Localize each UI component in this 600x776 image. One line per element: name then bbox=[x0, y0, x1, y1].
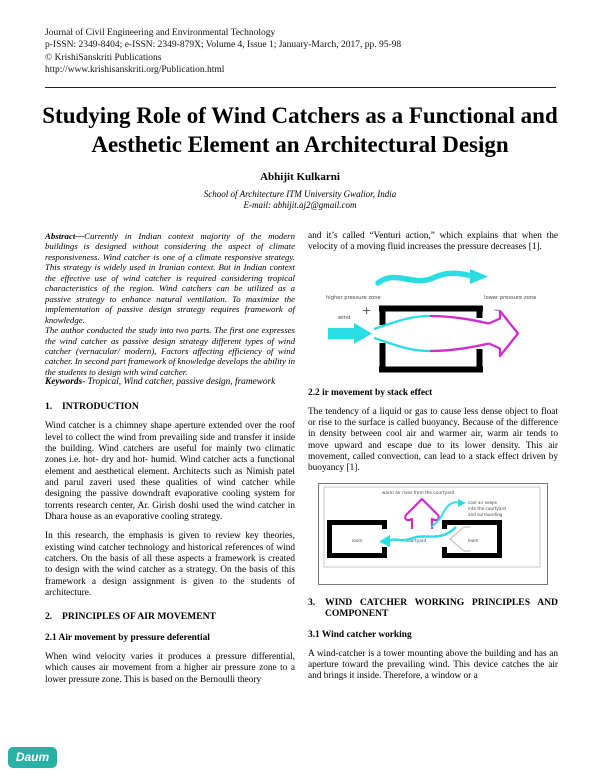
right-column: and it’s called “Venturi action,” which … bbox=[308, 231, 558, 694]
section-2-1-paragraph: When wind velocity varies it produces a … bbox=[45, 651, 295, 685]
wind-arrow-icon bbox=[328, 322, 372, 344]
journal-header: Journal of Civil Engineering and Environ… bbox=[45, 27, 401, 77]
paper-title: Studying Role of Wind Catchers as a Func… bbox=[42, 103, 558, 157]
section-2-2-heading: 2.2 ir movement by stack effect bbox=[308, 387, 433, 398]
room-right-label: room bbox=[468, 538, 479, 543]
venturi-diagram: higher pressure zone + lower pressure zo… bbox=[326, 295, 536, 373]
warm-air-label: warm air rises from the courtyard bbox=[382, 490, 455, 496]
plus-sign: + bbox=[362, 304, 371, 317]
keywords-label: Keywords bbox=[45, 377, 83, 388]
svg-text:and surrounding: and surrounding bbox=[468, 512, 503, 517]
lower-pressure-label: lower pressure zone bbox=[484, 295, 536, 301]
venturi-figure: higher pressure zone + lower pressure zo… bbox=[308, 266, 558, 378]
stack-effect-figure: warm air rises from the courtyard cool a… bbox=[308, 482, 558, 585]
wavy-airflow-arrow-icon bbox=[375, 268, 488, 286]
svg-text:into the courtyard: into the courtyard bbox=[468, 506, 506, 511]
abstract-paragraph-1: Abstract—Currently in Indian context maj… bbox=[45, 231, 295, 325]
minus-sign: – bbox=[494, 303, 500, 316]
intro-paragraph-1: Wind catcher is a chimney shape aperture… bbox=[45, 421, 295, 522]
stack-effect-diagram: warm air rises from the courtyard cool a… bbox=[318, 482, 548, 585]
journal-publisher: © KrishiSanskriti Publications bbox=[45, 52, 162, 63]
section-3-1-paragraph: A wind-catcher is a tower mounting above… bbox=[308, 648, 558, 682]
section-2-1-continuation: and it’s called “Venturi action,” which … bbox=[308, 231, 558, 253]
left-column: Abstract—Currently in Indian context maj… bbox=[45, 231, 295, 694]
keywords-line: Keywords- Tropical, Wind catcher, passiv… bbox=[45, 377, 276, 388]
author-affiliation: School of Architecture ITM University Gw… bbox=[203, 189, 397, 199]
higher-pressure-label: higher pressure zone bbox=[326, 295, 381, 301]
section-3-1-heading: 3.1 Wind catcher working bbox=[308, 629, 412, 640]
right-room-walls bbox=[442, 519, 502, 558]
journal-issn-line: p-ISSN: 2349-8404; e-ISSN: 2349-879X; Vo… bbox=[45, 40, 402, 51]
cool-air-left-arrowhead-icon bbox=[379, 534, 390, 547]
daum-watermark-badge: Daum bbox=[8, 747, 57, 768]
section-3-heading: 3.WIND CATCHER WORKING PRINCIPLES AND CO… bbox=[308, 596, 558, 620]
venturi-exit-arrow-icon bbox=[488, 309, 520, 357]
header-divider bbox=[45, 87, 556, 88]
abstract-label: Abstract— bbox=[45, 231, 85, 241]
left-room-walls bbox=[327, 519, 387, 558]
author-name: Abhijit Kulkarni bbox=[260, 171, 340, 183]
section-2-2-paragraph: The tendency of a liquid or gas to cause… bbox=[308, 406, 558, 474]
author-email[interactable]: E-mail: abhijit.aj2@gmail.com bbox=[243, 200, 357, 210]
cool-air-flow-path bbox=[387, 525, 457, 542]
section-1-heading: 1.INTRODUCTION bbox=[45, 400, 139, 412]
section-2-heading: 2.PRINCIPLES OF AIR MOVEMENT bbox=[45, 611, 216, 623]
cool-air-label: cool air seeps bbox=[468, 500, 497, 505]
body-columns: Abstract—Currently in Indian context maj… bbox=[45, 231, 558, 694]
section-2-1-heading: 2.1 Air movement by pressure deferential bbox=[45, 632, 210, 643]
journal-url[interactable]: http://www.krishisanskriti.org/Publicati… bbox=[45, 65, 225, 76]
venturi-box bbox=[379, 305, 483, 373]
warm-air-rise-arrow-icon bbox=[404, 497, 440, 529]
courtyard-label: courtyard bbox=[406, 538, 427, 543]
intro-paragraph-2: In this research, the emphasis is given … bbox=[45, 531, 295, 598]
wind-label: wind bbox=[338, 315, 350, 321]
abstract-paragraph-2: The author conducted the study into two … bbox=[45, 325, 295, 377]
room-airflow-chevron-icon bbox=[448, 526, 470, 552]
journal-name: Journal of Civil Engineering and Environ… bbox=[45, 28, 276, 38]
cool-air-arrowhead-icon bbox=[458, 498, 466, 507]
room-left-label: room bbox=[352, 538, 363, 543]
